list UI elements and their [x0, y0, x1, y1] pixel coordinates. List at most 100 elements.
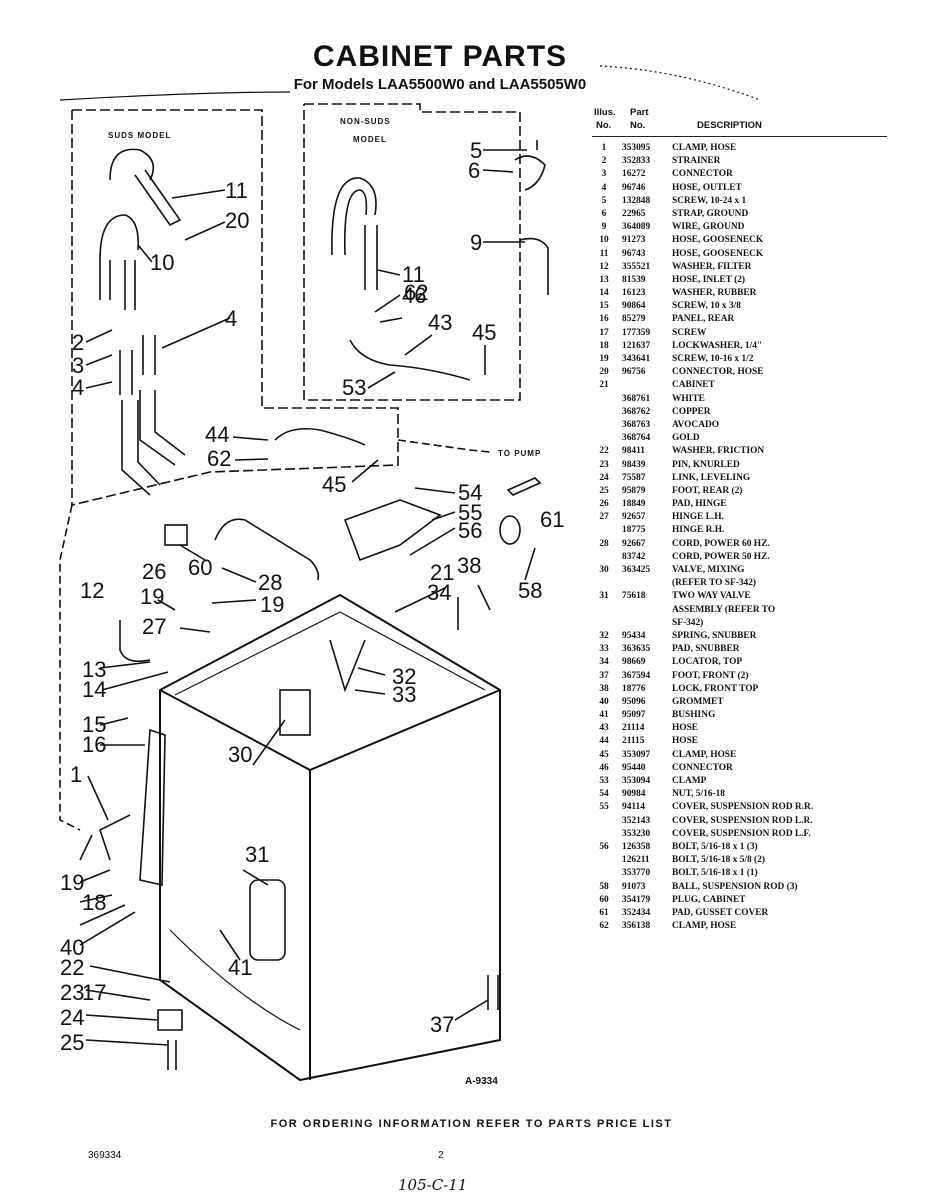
header-part-no: No. [630, 120, 646, 131]
callout-22: 22 [60, 955, 84, 980]
row-description: SCREW, 10-24 x 1 [672, 195, 747, 206]
row-illus-no: 20 [599, 367, 609, 378]
row-description: COVER, SUSPENSION ROD R.R. [672, 802, 814, 813]
callout-3: 3 [72, 353, 84, 378]
callout-32: 32 [392, 664, 416, 689]
row-description: PAD, HINGE [672, 499, 727, 510]
row-part-no: 18775 [622, 525, 646, 536]
row-description: HOSE [672, 736, 699, 747]
callout-62: 62 [404, 280, 428, 305]
row-illus-no: 6 [601, 208, 607, 219]
callout-23: 23 [60, 980, 84, 1005]
row-illus-no: 38 [599, 683, 609, 694]
row-part-no: 363635 [622, 644, 651, 655]
row-description: BALL, SUSPENSION ROD (3) [672, 881, 798, 892]
row-illus-no: 21 [599, 380, 609, 391]
row-description: CABINET [672, 380, 715, 391]
row-description: CLAMP, HOSE [672, 921, 737, 932]
table-row: SF-342) [592, 617, 892, 630]
callout-41: 41 [228, 955, 252, 980]
row-description: STRAP, GROUND [672, 208, 749, 219]
callout-37: 37 [430, 1012, 454, 1037]
callout-38: 38 [457, 553, 481, 578]
row-illus-no: 44 [599, 736, 609, 747]
callout-34: 34 [427, 580, 451, 605]
row-description: GOLD [672, 433, 700, 444]
row-illus-no: 60 [599, 894, 609, 905]
row-description: BOLT, 5/16-18 x 1 (1) [672, 868, 758, 879]
row-description: WIRE, GROUND [672, 222, 745, 233]
row-part-no: 353230 [622, 828, 651, 839]
row-description: HINGE L.H. [672, 512, 724, 523]
row-part-no: 16272 [622, 169, 646, 180]
row-description: SF-342) [672, 617, 704, 628]
row-description: COVER, SUSPENSION ROD L.F. [672, 828, 811, 839]
row-description: LINK, LEVELING [672, 472, 751, 483]
callout-4: 4 [225, 306, 237, 331]
row-illus-no: 46 [599, 762, 609, 773]
callout-46: 46 [402, 283, 426, 308]
row-illus-no: 25 [599, 485, 609, 496]
row-part-no: 95097 [622, 710, 646, 721]
row-description: COVER, SUSPENSION ROD L.R. [672, 815, 813, 826]
callout-31: 31 [245, 842, 269, 867]
row-part-no: 95096 [622, 696, 646, 707]
row-illus-no: 4 [601, 182, 607, 193]
row-description: FOOT, FRONT (2) [672, 670, 749, 681]
header-description: DESCRIPTION [697, 120, 762, 131]
row-part-no: 353095 [622, 143, 651, 153]
callout-16: 16 [82, 732, 106, 757]
row-description: CONNECTOR [672, 169, 733, 180]
callout-40: 40 [60, 935, 84, 960]
row-part-no: 92657 [622, 512, 646, 523]
callout-25: 25 [60, 1030, 84, 1055]
callout-30: 30 [228, 742, 252, 767]
row-illus-no: 33 [599, 644, 609, 655]
callout-28: 28 [258, 570, 282, 595]
callout-13: 13 [82, 657, 106, 682]
row-illus-no: 61 [599, 907, 609, 918]
row-part-no: 96746 [622, 182, 646, 193]
row-illus-no: 31 [599, 591, 609, 602]
row-part-no: 98439 [622, 459, 646, 470]
row-part-no: 95440 [622, 762, 646, 773]
parts-table-header: Illus. No. Part No. DESCRIPTION [592, 106, 892, 137]
row-description: HOSE, OUTLET [672, 182, 742, 193]
callout-44: 44 [205, 422, 229, 447]
row-description: COPPER [672, 406, 711, 417]
row-illus-no: 15 [599, 301, 609, 312]
row-illus-no: 32 [599, 630, 609, 641]
row-part-no: 368762 [622, 406, 651, 417]
row-part-no: 352434 [622, 907, 651, 918]
row-part-no: 95434 [622, 630, 646, 641]
callout-20: 20 [225, 208, 249, 233]
row-description: HOSE, INLET (2) [672, 274, 746, 285]
page-number: 2 [438, 1150, 444, 1161]
row-part-no: 352833 [622, 156, 651, 167]
non-suds-label-line2: MODEL [353, 135, 387, 144]
